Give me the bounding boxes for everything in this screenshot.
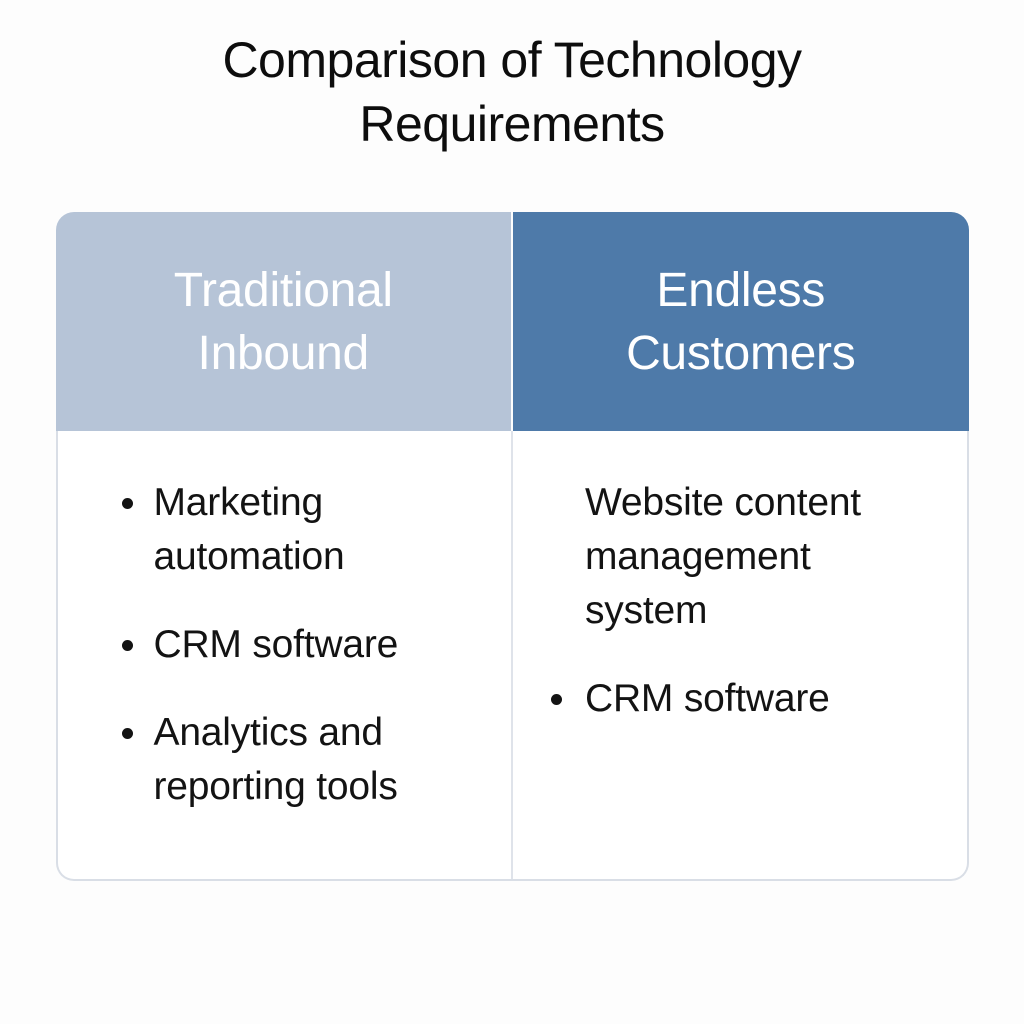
list-item-text: CRM software [585,677,830,720]
column-header-label: Traditional Inbound [173,263,393,380]
list-item-text: Analytics and reporting tools [153,711,398,808]
list-item: CRM software [58,618,472,672]
column-header-label: Endless Customers [626,263,856,380]
item-list: Website content management system CRM so… [513,431,967,766]
table-body-row: Marketing automation CRM software Analyt… [55,431,969,881]
comparison-table: Traditional Inbound Endless Customers Ma… [55,212,969,881]
page-title: Comparison of Technology Requirements [222,32,802,152]
list-item-text: Marketing automation [153,481,345,578]
item-list: Marketing automation CRM software Analyt… [58,431,512,854]
table-header-row: Traditional Inbound Endless Customers [55,212,969,431]
bullet-icon [551,694,562,705]
column-header-traditional-inbound: Traditional Inbound [55,212,513,431]
list-item: Analytics and reporting tools [58,706,472,814]
column-body-traditional-inbound: Marketing automation CRM software Analyt… [58,431,513,879]
column-header-endless-customers: Endless Customers [513,212,969,431]
list-item: CRM software [513,672,927,726]
list-item-text: CRM software [153,623,399,666]
list-item: Website content management system [513,476,927,638]
column-body-endless-customers: Website content management system CRM so… [513,431,967,879]
bullet-icon [121,498,133,509]
list-item: Marketing automation [58,476,472,584]
list-item-text: Website content management system [585,481,861,632]
bullet-icon [121,640,133,651]
bullet-icon [121,728,133,739]
